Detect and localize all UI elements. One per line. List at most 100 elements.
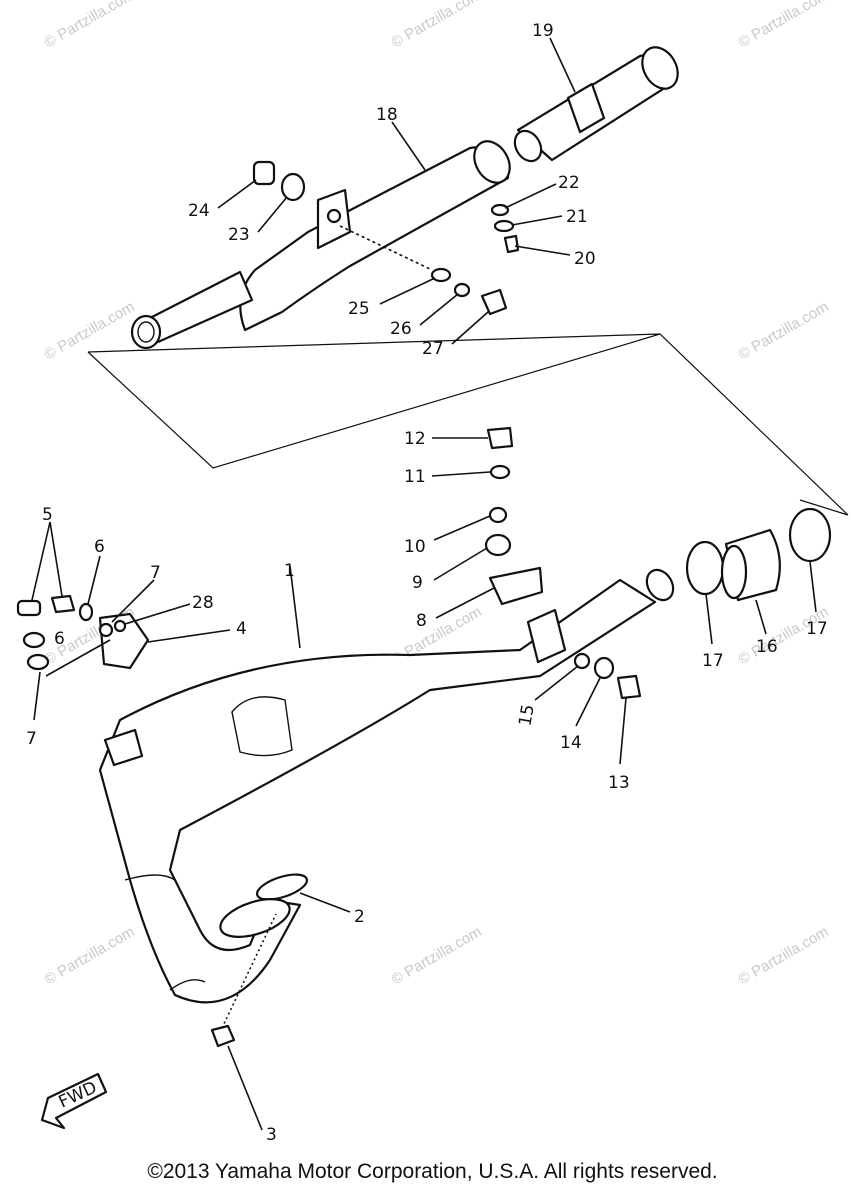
clamp-17b [788,507,832,563]
callout-19: 19 [532,21,554,41]
leader-22 [504,183,557,209]
callout-7a: 7 [150,563,161,583]
callout-8: 8 [416,611,427,631]
callout-27: 27 [422,339,444,359]
callout-17b: 17 [806,619,828,639]
leader-23 [257,196,288,233]
washer-6b [22,631,46,649]
washer-14 [593,656,615,680]
callout-23: 23 [228,225,250,245]
leader-28 [124,603,191,625]
leader-6a [87,555,101,605]
tail-pipe [513,46,679,163]
callout-20: 20 [574,249,596,269]
exhaust-pipe-seam [124,874,176,881]
callout-4: 4 [236,619,247,639]
washer-25 [430,267,452,283]
leader-27 [451,311,489,345]
watermark: © Partzilla.com [389,923,485,988]
callout-24: 24 [188,201,210,221]
leader-1 [289,565,301,649]
right-mount-hardware [484,426,642,700]
fwd-arrow: FWD [40,1072,108,1130]
leader-11 [431,471,491,477]
leader-13 [619,697,627,765]
washer-6a [78,602,94,622]
watermark: © Partzilla.com [389,0,485,51]
leader-19 [549,37,576,93]
leader-bracket-diag [45,639,111,677]
callout-11: 11 [404,467,426,487]
washer-22 [490,203,510,217]
leader-15 [534,665,579,701]
leader-24 [217,179,257,209]
leader-14 [575,677,601,727]
callouts: 19 18 24 23 22 21 20 25 26 27 12 11 10 9… [26,21,828,1145]
leader-5 [31,521,63,601]
bolt-13 [616,674,642,700]
leader-silencer-dash [339,225,433,271]
leader-2 [299,892,351,913]
exhaust-pipe-body [98,578,657,1004]
silencer-assembly [130,140,511,350]
leader-21 [511,215,563,226]
exhaust-pipe-seam [169,979,206,991]
exhaust-chamber-panel [231,696,293,757]
washer-7a [26,653,50,671]
joint-16-end [720,544,748,600]
leader-8 [435,587,495,619]
grommet-23 [280,172,306,202]
leader-3-dash [221,913,277,1029]
leader-16 [755,599,767,635]
gasket-2 [255,873,309,901]
washer-15 [573,652,591,670]
bolt-20 [503,234,520,254]
upper-hardware [252,160,520,316]
nut-3 [210,1024,236,1048]
silencer-inlet-bore [137,321,155,343]
leader-3 [227,1045,263,1131]
collar-24 [252,160,276,186]
leader-17b [809,561,817,613]
joint-assembly [685,507,832,602]
callout-22: 22 [558,173,580,193]
callout-25: 25 [348,299,370,319]
silencer-inlet-end [130,314,162,350]
copyright-notice: ©2013 Yamaha Motor Corporation, U.S.A. A… [147,1160,718,1183]
callout-6a: 6 [94,537,105,557]
exhaust-pipe-assembly [98,568,675,1004]
watermark: © Partzilla.com [736,923,832,988]
collar-10 [488,506,508,524]
exhaust-flange [219,898,291,938]
tail-pipe-end [641,46,679,90]
stay-8 [488,566,544,606]
watermark: © Partzilla.com [42,923,138,988]
silencer-inlet-pipe [148,270,254,344]
leader-lines [31,37,817,1131]
callout-2: 2 [354,907,365,927]
leader-20 [514,245,571,256]
leader-7a [111,579,155,623]
silencer-end-cap [473,140,511,184]
callout-5: 5 [42,505,53,525]
leader-9 [433,547,488,581]
callout-17a: 17 [702,651,724,671]
bolt-5b [50,594,76,614]
callout-9: 9 [412,573,423,593]
leader-26 [419,293,459,326]
callout-3: 3 [266,1125,277,1145]
bolt-12 [486,426,514,450]
callout-26: 26 [390,319,412,339]
exhaust-outlet [645,568,675,602]
callout-18: 18 [376,105,398,125]
tail-pipe-inlet [513,129,543,163]
bolt-27 [480,288,508,316]
callout-7b: 7 [26,729,37,749]
callout-12: 12 [404,429,426,449]
fwd-arrow-shape [40,1072,108,1130]
bolt-5a [16,599,42,617]
watermark: © Partzilla.com [42,0,138,51]
callout-6b: 6 [54,629,65,649]
callout-28: 28 [192,593,214,613]
